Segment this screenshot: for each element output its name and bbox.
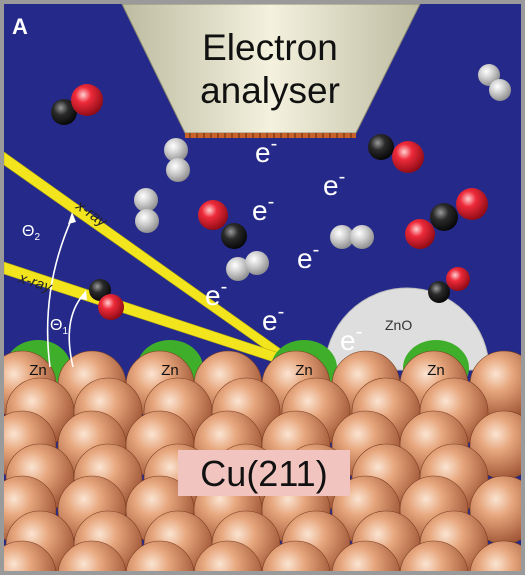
angle-arc-lower [68,294,84,368]
electron: e- [323,166,345,201]
h2-molecule [134,188,159,233]
h2-molecule [226,251,269,281]
h2-molecule [330,225,374,249]
angle-label-theta2: Θ2 [22,223,40,243]
h2-molecules [134,64,511,281]
cu-atom [4,540,57,571]
angle-arrowhead-lower [79,290,87,300]
zn-label: Zn [295,362,313,379]
analyser-title-line1: Electron [202,27,338,68]
co-molecule [198,200,247,249]
electron: e- [252,191,274,226]
h2-molecule [478,64,511,101]
electrons: e- e- e- e- e- e- e- [205,133,362,356]
electron: e- [297,239,319,274]
co-molecule [405,188,488,249]
co-molecule [89,279,124,320]
co-molecule [368,134,424,173]
electron: e- [205,276,227,311]
zno-label: ZnO [385,317,412,333]
substrate-label: Cu(211) [200,453,327,494]
cu-atom [57,540,127,571]
cu-atom [125,540,195,571]
angle-label-theta1: Θ1 [50,317,68,337]
analyser-title-line2: analyser [200,70,340,111]
angle-arc-upper [46,217,73,368]
zn-label: Zn [161,362,179,379]
electron: e- [340,321,362,356]
co-molecule [428,267,470,303]
angle-arrowhead-upper [68,212,76,224]
zn-label: Zn [29,362,47,379]
cu-atom [193,540,263,571]
co-molecules [51,84,488,320]
cu-atom [469,540,521,571]
co-molecule [51,84,103,125]
substrate-label-box [178,450,350,496]
cu-atom [399,540,469,571]
electron: e- [262,301,284,336]
h2-molecule [164,138,190,182]
electron: e- [255,133,277,168]
analyser-aperture [185,133,356,138]
cu-atom [261,540,331,571]
aperture-slits [189,133,352,138]
zn-label: Zn [427,362,445,379]
cu-atom [331,540,401,571]
panel-label: A [12,14,28,39]
